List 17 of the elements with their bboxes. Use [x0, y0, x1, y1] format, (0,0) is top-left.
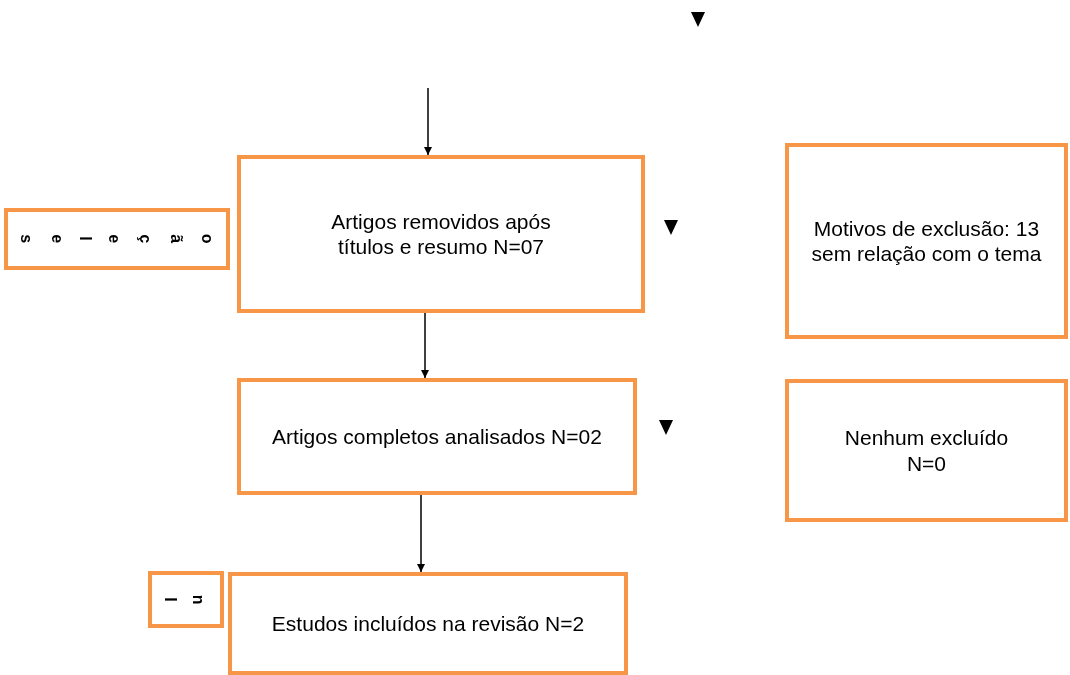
arrow [421, 312, 429, 379]
box-text: Artigos completos analisados N=02 [272, 423, 602, 450]
process-box [237, 155, 645, 313]
arrow [417, 494, 425, 573]
arrow [424, 87, 432, 156]
process-box [228, 572, 628, 675]
process-box [4, 208, 230, 270]
process-box [785, 143, 1068, 339]
box-text: Nenhum excluído N=0 [843, 425, 1010, 476]
section-label: In [160, 593, 209, 607]
process-box [237, 378, 637, 495]
box-text: Estudos incluídos na revisão N=2 [271, 610, 585, 637]
process-box [148, 571, 224, 628]
box-text: Artigos removidos após títulos e resumo N=07 [330, 208, 552, 260]
box-text: Motivos de exclusão: 13 sem relação com o tema [810, 215, 1043, 267]
section-label: seleção [16, 233, 218, 246]
process-box [785, 379, 1068, 522]
